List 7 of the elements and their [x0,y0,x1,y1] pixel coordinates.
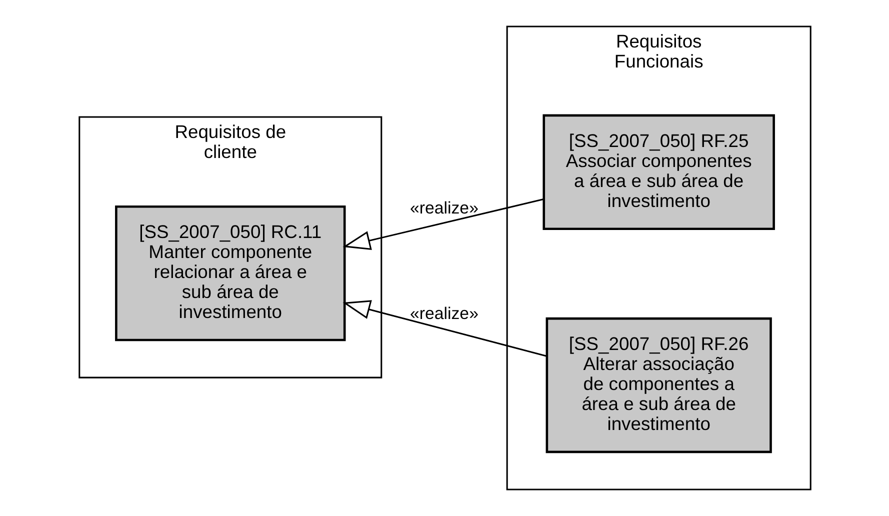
node-box: [SS_2007_050] RC.11 Manter componente relacionar a área e sub área de investimento [114,206,346,342]
arrow [342,300,546,357]
node-box: [SS_2007_050] RF.26 Alterar associação de componentes a área e sub área de investimento [545,317,772,454]
edge-label: «realize» [410,198,478,218]
arrow [342,198,544,250]
edge-label: «realize» [410,304,478,324]
node-box: [SS_2007_050] RF.25 Associar componentes a área e sub área de investimento [542,114,774,230]
